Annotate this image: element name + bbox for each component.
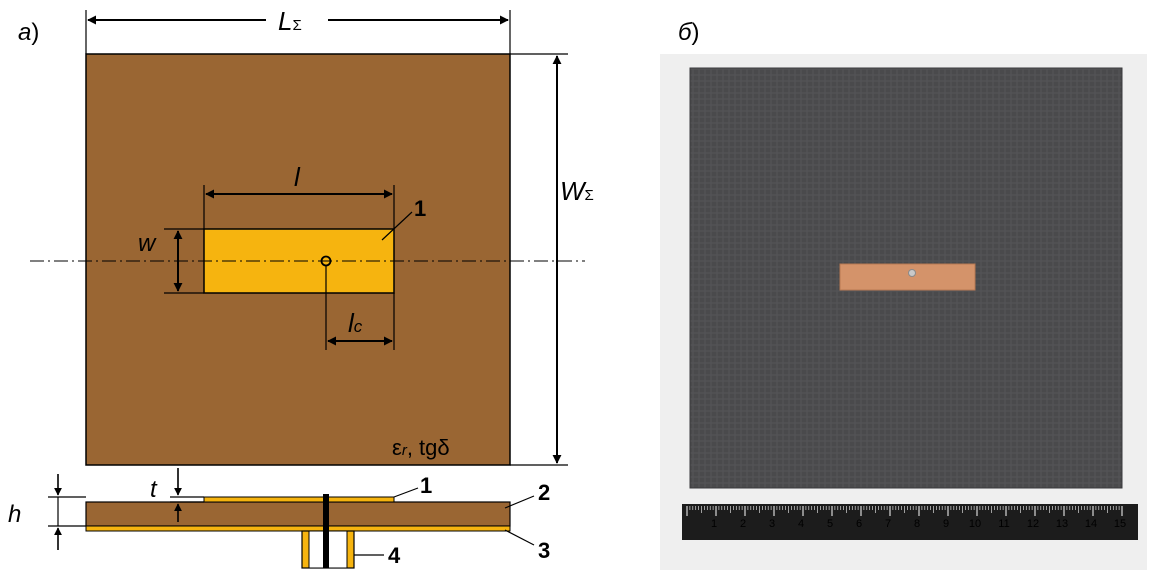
ruler-number: 8: [914, 518, 920, 530]
material-label: εr, tgδ: [392, 435, 450, 460]
ruler-number: 11: [998, 518, 1009, 530]
ruler-number: 15: [1114, 518, 1126, 530]
ruler-number: 2: [740, 518, 746, 530]
callout-4-label: 4: [388, 543, 401, 568]
callout-3-label: 3: [538, 538, 550, 563]
panel-a-label: а): [18, 19, 39, 46]
ruler-number: 3: [769, 518, 775, 530]
section-patch-layer: [203, 496, 395, 503]
callout-3-leader: [504, 529, 535, 546]
photo-copper-patch: [839, 263, 976, 291]
cross-section: h t 1 2 3 4: [8, 468, 550, 569]
callout-2-leader: [504, 495, 535, 509]
total-width-label: WΣ: [560, 176, 594, 206]
panel-b-label: б): [678, 19, 700, 46]
patch-length-label: l: [294, 162, 301, 192]
photo-feed-point: [908, 269, 916, 277]
thickness-total-label: h: [8, 501, 21, 528]
ruler-number: 4: [798, 518, 804, 530]
section-ground-plane: [85, 525, 511, 532]
panel-a: а) LΣ WΣ l w lc: [18, 6, 594, 466]
section-substrate: [85, 501, 511, 527]
ruler-number: 6: [856, 518, 862, 530]
total-length-label: LΣ: [278, 6, 302, 36]
thickness-patch-label: t: [150, 476, 158, 503]
probe-pin: [323, 494, 329, 568]
ruler-number: 7: [885, 518, 891, 530]
callout-1-leader: [381, 211, 413, 241]
ruler-number: 14: [1085, 518, 1097, 530]
section-callout-1-label: 1: [420, 473, 432, 498]
feed-point: [320, 255, 332, 267]
ruler-number: 13: [1056, 518, 1068, 530]
callout-1-label: 1: [414, 196, 426, 221]
ruler-number: 9: [943, 518, 949, 530]
feed-offset-label: lc: [348, 308, 363, 338]
patch-width-label: w: [138, 230, 157, 257]
callout-2-label: 2: [538, 480, 550, 505]
ruler-number: 5: [827, 518, 833, 530]
ruler-number: 12: [1027, 518, 1039, 530]
section-callout-1-leader: [393, 487, 419, 498]
ruler-number: 1: [711, 518, 717, 530]
ruler-number: 10: [969, 518, 981, 530]
